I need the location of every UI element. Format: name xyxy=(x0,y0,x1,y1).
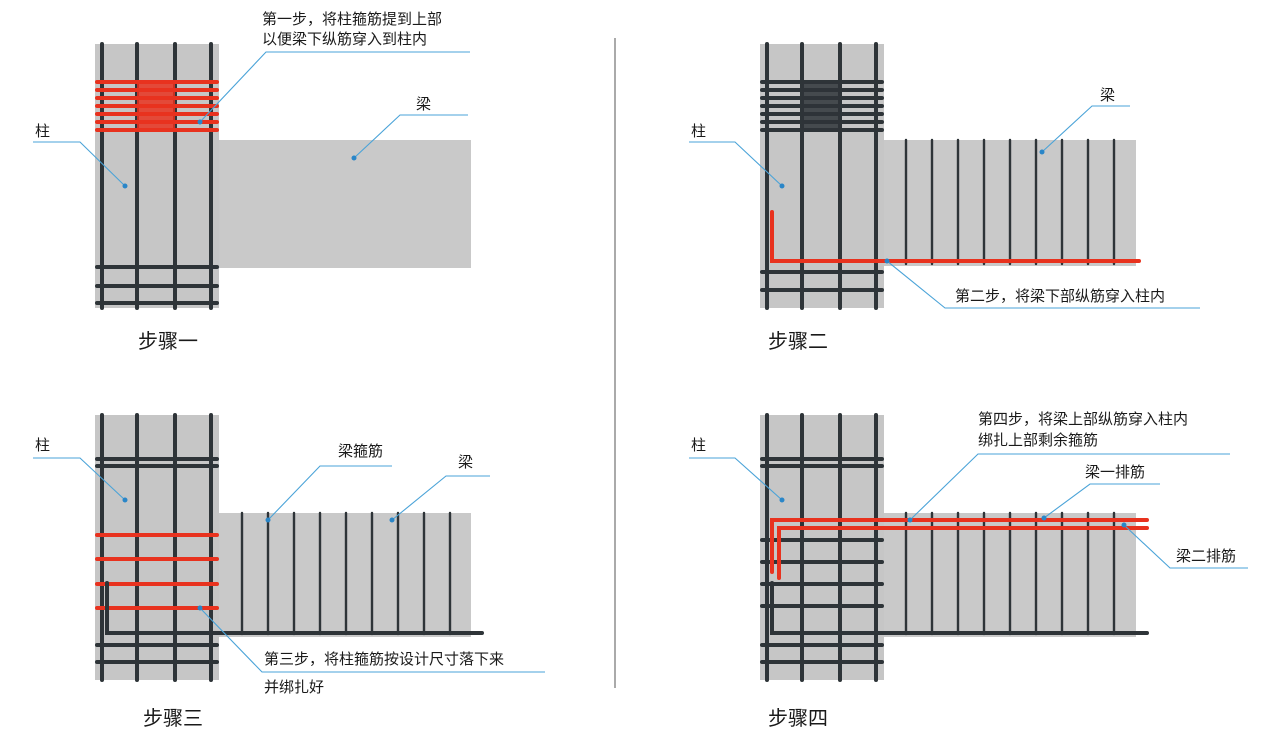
beam-bottom-longitudinal-bar xyxy=(105,581,484,635)
column-label: 柱 xyxy=(691,436,706,454)
beam-label: 梁 xyxy=(458,453,473,471)
panel-step-2: 柱 梁 第二步，将梁下部纵筋穿入柱内 步骤二 xyxy=(689,42,1200,353)
beam-label: 梁 xyxy=(1100,86,1115,104)
column-label: 柱 xyxy=(35,122,50,140)
step-note-line1: 第二步，将梁下部纵筋穿入柱内 xyxy=(955,287,1165,305)
second-row-label: 梁二排筋 xyxy=(1176,547,1236,565)
column-stirrups-top xyxy=(760,80,884,132)
step-title: 步骤四 xyxy=(768,706,828,730)
panel-step-4: 柱 第四步，将梁上部纵筋穿入柱内 绑扎上部剩余箍筋 梁一排筋 梁二排筋 步骤四 xyxy=(689,410,1248,730)
beam-stirrup-label: 梁箍筋 xyxy=(338,442,383,460)
step-title: 步骤二 xyxy=(768,329,828,353)
beam-stirrups xyxy=(904,511,1116,636)
step-title: 步骤三 xyxy=(143,706,203,730)
beam-bottom-longitudinal-bar xyxy=(770,581,1149,635)
step-note-line2: 以便梁下纵筋穿入到柱内 xyxy=(262,30,427,48)
beam-bottom-longitudinal-bar xyxy=(770,210,1141,263)
step-note-line2: 绑扎上部剩余箍筋 xyxy=(978,431,1098,449)
beam-label: 梁 xyxy=(416,95,431,113)
dropped-column-stirrups xyxy=(95,533,219,610)
step-note-line1: 第三步，将柱箍筋按设计尺寸落下来 xyxy=(264,650,504,668)
column-label: 柱 xyxy=(691,122,706,140)
panel-step-3: 柱 梁箍筋 梁 第三步，将柱箍筋按设计尺寸落下来 并绑扎好 步骤三 xyxy=(33,413,545,730)
step-note-line2: 并绑扎好 xyxy=(264,678,324,696)
beam-body xyxy=(219,140,471,268)
lifted-column-stirrups xyxy=(95,80,219,132)
beam-top-second-row-bar xyxy=(777,526,1149,580)
top-row-label: 梁一排筋 xyxy=(1085,463,1145,481)
beam-stirrups xyxy=(240,511,452,636)
step-title: 步骤一 xyxy=(138,329,198,353)
step-note-line1: 第一步，将柱箍筋提到上部 xyxy=(262,10,442,28)
panel-step-1: 柱 梁 第一步，将柱箍筋提到上部 以便梁下纵筋穿入到柱内 步骤一 xyxy=(33,10,471,353)
step-note-line1: 第四步，将梁上部纵筋穿入柱内 xyxy=(978,410,1188,428)
beam-top-first-row-bar xyxy=(770,518,1149,574)
column-label: 柱 xyxy=(35,436,50,454)
column-body xyxy=(95,415,219,680)
beam-stirrups xyxy=(904,138,1116,266)
